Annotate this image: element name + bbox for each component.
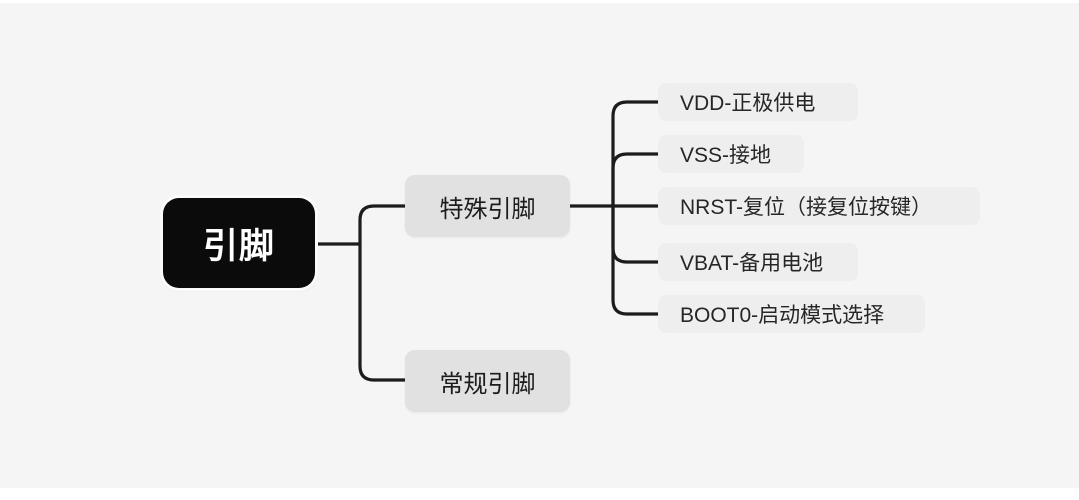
leaf-node-vss[interactable]: VSS-接地: [658, 135, 804, 173]
leaf-node-label: NRST-复位（接复位按键）: [680, 196, 932, 219]
leaf-node-label: VSS-接地: [680, 144, 772, 167]
branch-node-regular-pins[interactable]: 常规引脚: [405, 350, 570, 412]
root-node-pins[interactable]: 引脚: [163, 198, 315, 288]
leaf-node-vbat[interactable]: VBAT-备用电池: [658, 243, 858, 281]
branch-node-label: 常规引脚: [439, 370, 536, 398]
mindmap-canvas: [0, 3, 1079, 488]
branch-node-label: 特殊引脚: [439, 195, 536, 223]
leaf-node-label: VDD-正极供电: [680, 92, 816, 115]
leaf-node-nrst[interactable]: NRST-复位（接复位按键）: [658, 187, 980, 225]
branch-node-special-pins[interactable]: 特殊引脚: [405, 175, 570, 237]
leaf-node-vdd[interactable]: VDD-正极供电: [658, 83, 858, 121]
root-node-label: 引脚: [202, 226, 275, 266]
leaf-node-label: VBAT-备用电池: [680, 252, 824, 275]
leaf-node-boot0[interactable]: BOOT0-启动模式选择: [658, 295, 925, 333]
leaf-node-label: BOOT0-启动模式选择: [680, 304, 885, 327]
